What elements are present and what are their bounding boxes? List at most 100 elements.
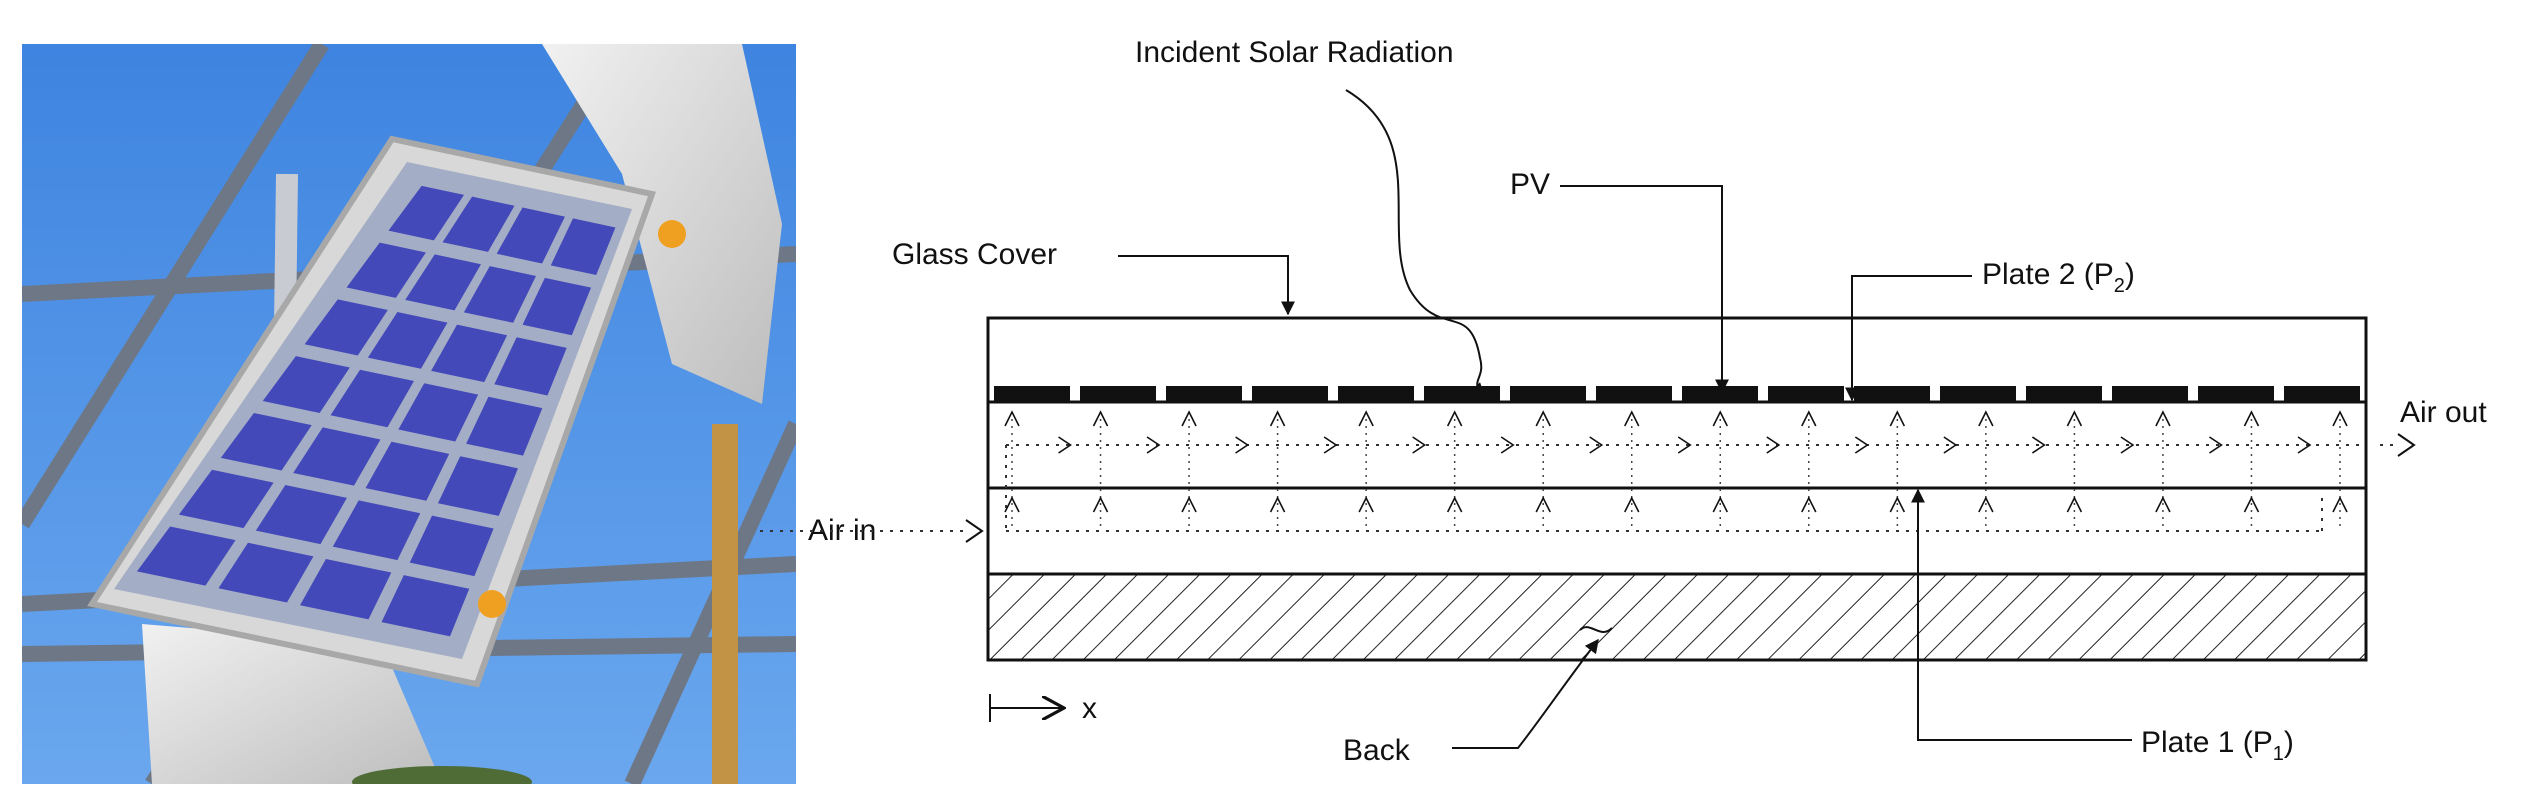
air-flow-paths bbox=[760, 444, 2396, 532]
upward-flow-chevron bbox=[2066, 496, 2083, 513]
rightward-flow-chevron bbox=[1412, 436, 1427, 454]
photo-pv-cell bbox=[405, 254, 481, 311]
photo-pv-cell bbox=[304, 299, 388, 356]
photo-pv-cell bbox=[365, 441, 450, 501]
upward-flow-chevron bbox=[1446, 496, 1463, 513]
photo-pv-cell bbox=[220, 412, 312, 471]
pv-cell bbox=[1252, 386, 1328, 402]
collector-photo bbox=[22, 44, 796, 784]
upward-flow-chevron bbox=[1624, 410, 1640, 427]
photo-pv-cell bbox=[550, 218, 616, 276]
upward-flow-chevron bbox=[1712, 496, 1728, 513]
photo-pv-cell bbox=[300, 558, 392, 620]
rightward-flow-chevron bbox=[1323, 436, 1338, 454]
pv-cell bbox=[2026, 386, 2102, 402]
pv-leader bbox=[1560, 185, 1729, 394]
upward-flow-chevron bbox=[1181, 410, 1197, 427]
back-label: Back bbox=[1343, 734, 1411, 767]
upward-flow-chevron bbox=[2332, 496, 2348, 513]
upward-flow-chevron bbox=[1712, 410, 1728, 427]
upward-flow-chevron bbox=[1535, 410, 1551, 427]
rightward-flow-chevron bbox=[1058, 436, 1072, 454]
upward-flow-chevron bbox=[1358, 496, 1374, 513]
photo-pv-cell bbox=[367, 312, 448, 369]
upward-flow-chevron bbox=[1801, 410, 1817, 427]
pv-cell bbox=[2284, 386, 2360, 402]
pv-cell bbox=[1080, 386, 1156, 402]
rightward-flow-chevron bbox=[1146, 436, 1161, 454]
pv-cell bbox=[2198, 386, 2274, 402]
upward-flow-chevron bbox=[1535, 496, 1551, 513]
photo-pv-cell bbox=[466, 396, 543, 456]
rightward-flow-chevron bbox=[1500, 436, 1515, 454]
photo-pv-cell bbox=[136, 526, 236, 586]
photo-pv-cell bbox=[431, 324, 508, 383]
glass-cover-leader bbox=[1118, 255, 1295, 316]
upward-flow-chevron bbox=[1269, 410, 1286, 427]
upward-flow-chevron bbox=[1978, 410, 1994, 427]
photo-wood-post bbox=[712, 424, 738, 784]
rightward-flow-chevron bbox=[1677, 436, 1692, 454]
photo-pv-cell bbox=[218, 542, 314, 603]
upward-flow-chevron bbox=[2243, 410, 2260, 427]
photo-pv-cell bbox=[262, 356, 350, 413]
upward-flow-chevron bbox=[2155, 496, 2171, 513]
rightward-flow-chevron bbox=[1943, 436, 1958, 454]
upward-flow-chevron bbox=[1624, 496, 1640, 513]
photo-pv-cell bbox=[346, 242, 426, 298]
photo-pv-cell bbox=[293, 427, 381, 486]
rightward-flow-chevron bbox=[1235, 436, 1250, 454]
air-in-arrow bbox=[965, 519, 984, 543]
photo-pv-cell bbox=[330, 369, 414, 428]
upward-flow-chevron bbox=[1004, 410, 1020, 427]
photo-pv-cell bbox=[255, 485, 347, 545]
plate-1-leader bbox=[1911, 488, 2132, 741]
upward-flow-chevron bbox=[2155, 410, 2171, 427]
photo-pv-cell bbox=[388, 185, 465, 241]
pv-cell bbox=[1338, 386, 1414, 402]
photo-pv-cell bbox=[496, 207, 565, 264]
pv-cell bbox=[1596, 386, 1672, 402]
rightward-flow-chevron bbox=[2120, 436, 2135, 454]
rightward-flow-chevron bbox=[2297, 436, 2312, 454]
pv-label: PV bbox=[1510, 168, 1550, 201]
pv-cell bbox=[1424, 386, 1500, 402]
rightward-flow-chevron bbox=[1854, 436, 1869, 454]
incident-radiation-leader bbox=[1345, 89, 1485, 397]
photo-pv-cell bbox=[398, 383, 479, 442]
photo-pv-cell bbox=[522, 277, 592, 336]
upward-flow-chevron bbox=[1004, 496, 1020, 513]
flow-direction-marks bbox=[1004, 410, 2348, 531]
pv-cell-strip bbox=[994, 386, 2360, 402]
back-leader bbox=[1452, 638, 1599, 749]
plate-2-leader bbox=[1845, 275, 1972, 402]
upward-flow-chevron bbox=[1358, 410, 1374, 427]
photo-clamp bbox=[658, 220, 686, 248]
rightward-flow-chevron bbox=[1766, 436, 1781, 454]
pv-cell bbox=[1166, 386, 1242, 402]
upward-flow-chevron bbox=[2243, 496, 2260, 513]
photo-pv-cell bbox=[332, 500, 421, 561]
upward-flow-chevron bbox=[1446, 410, 1463, 427]
air-out-arrow bbox=[2397, 433, 2416, 457]
pv-cell bbox=[1682, 386, 1758, 402]
pv-cell bbox=[1768, 386, 1844, 402]
glass-cover-label: Glass Cover bbox=[892, 238, 1057, 271]
photo-pv-cell bbox=[463, 266, 537, 323]
incident-solar-radiation-label: Incident Solar Radiation bbox=[1135, 36, 1454, 69]
photo-pv-cells bbox=[136, 185, 616, 637]
plate-1-label: Plate 1 (P1) bbox=[2141, 726, 2294, 765]
upward-flow-chevron bbox=[1092, 410, 1109, 427]
upward-flow-chevron bbox=[1889, 496, 1906, 513]
upward-flow-chevron bbox=[1801, 496, 1817, 513]
photo-pv-cell bbox=[437, 456, 518, 516]
rightward-flow-chevron bbox=[2031, 436, 2046, 454]
air-out-label: Air out bbox=[2400, 396, 2487, 429]
plate-2-label: Plate 2 (P2) bbox=[1982, 258, 2135, 297]
pv-cell bbox=[994, 386, 1070, 402]
upward-flow-chevron bbox=[1092, 496, 1109, 513]
rightward-flow-chevron bbox=[1589, 436, 1604, 454]
x-direction-arrow bbox=[989, 694, 1064, 722]
upward-flow-chevron bbox=[1181, 496, 1197, 513]
